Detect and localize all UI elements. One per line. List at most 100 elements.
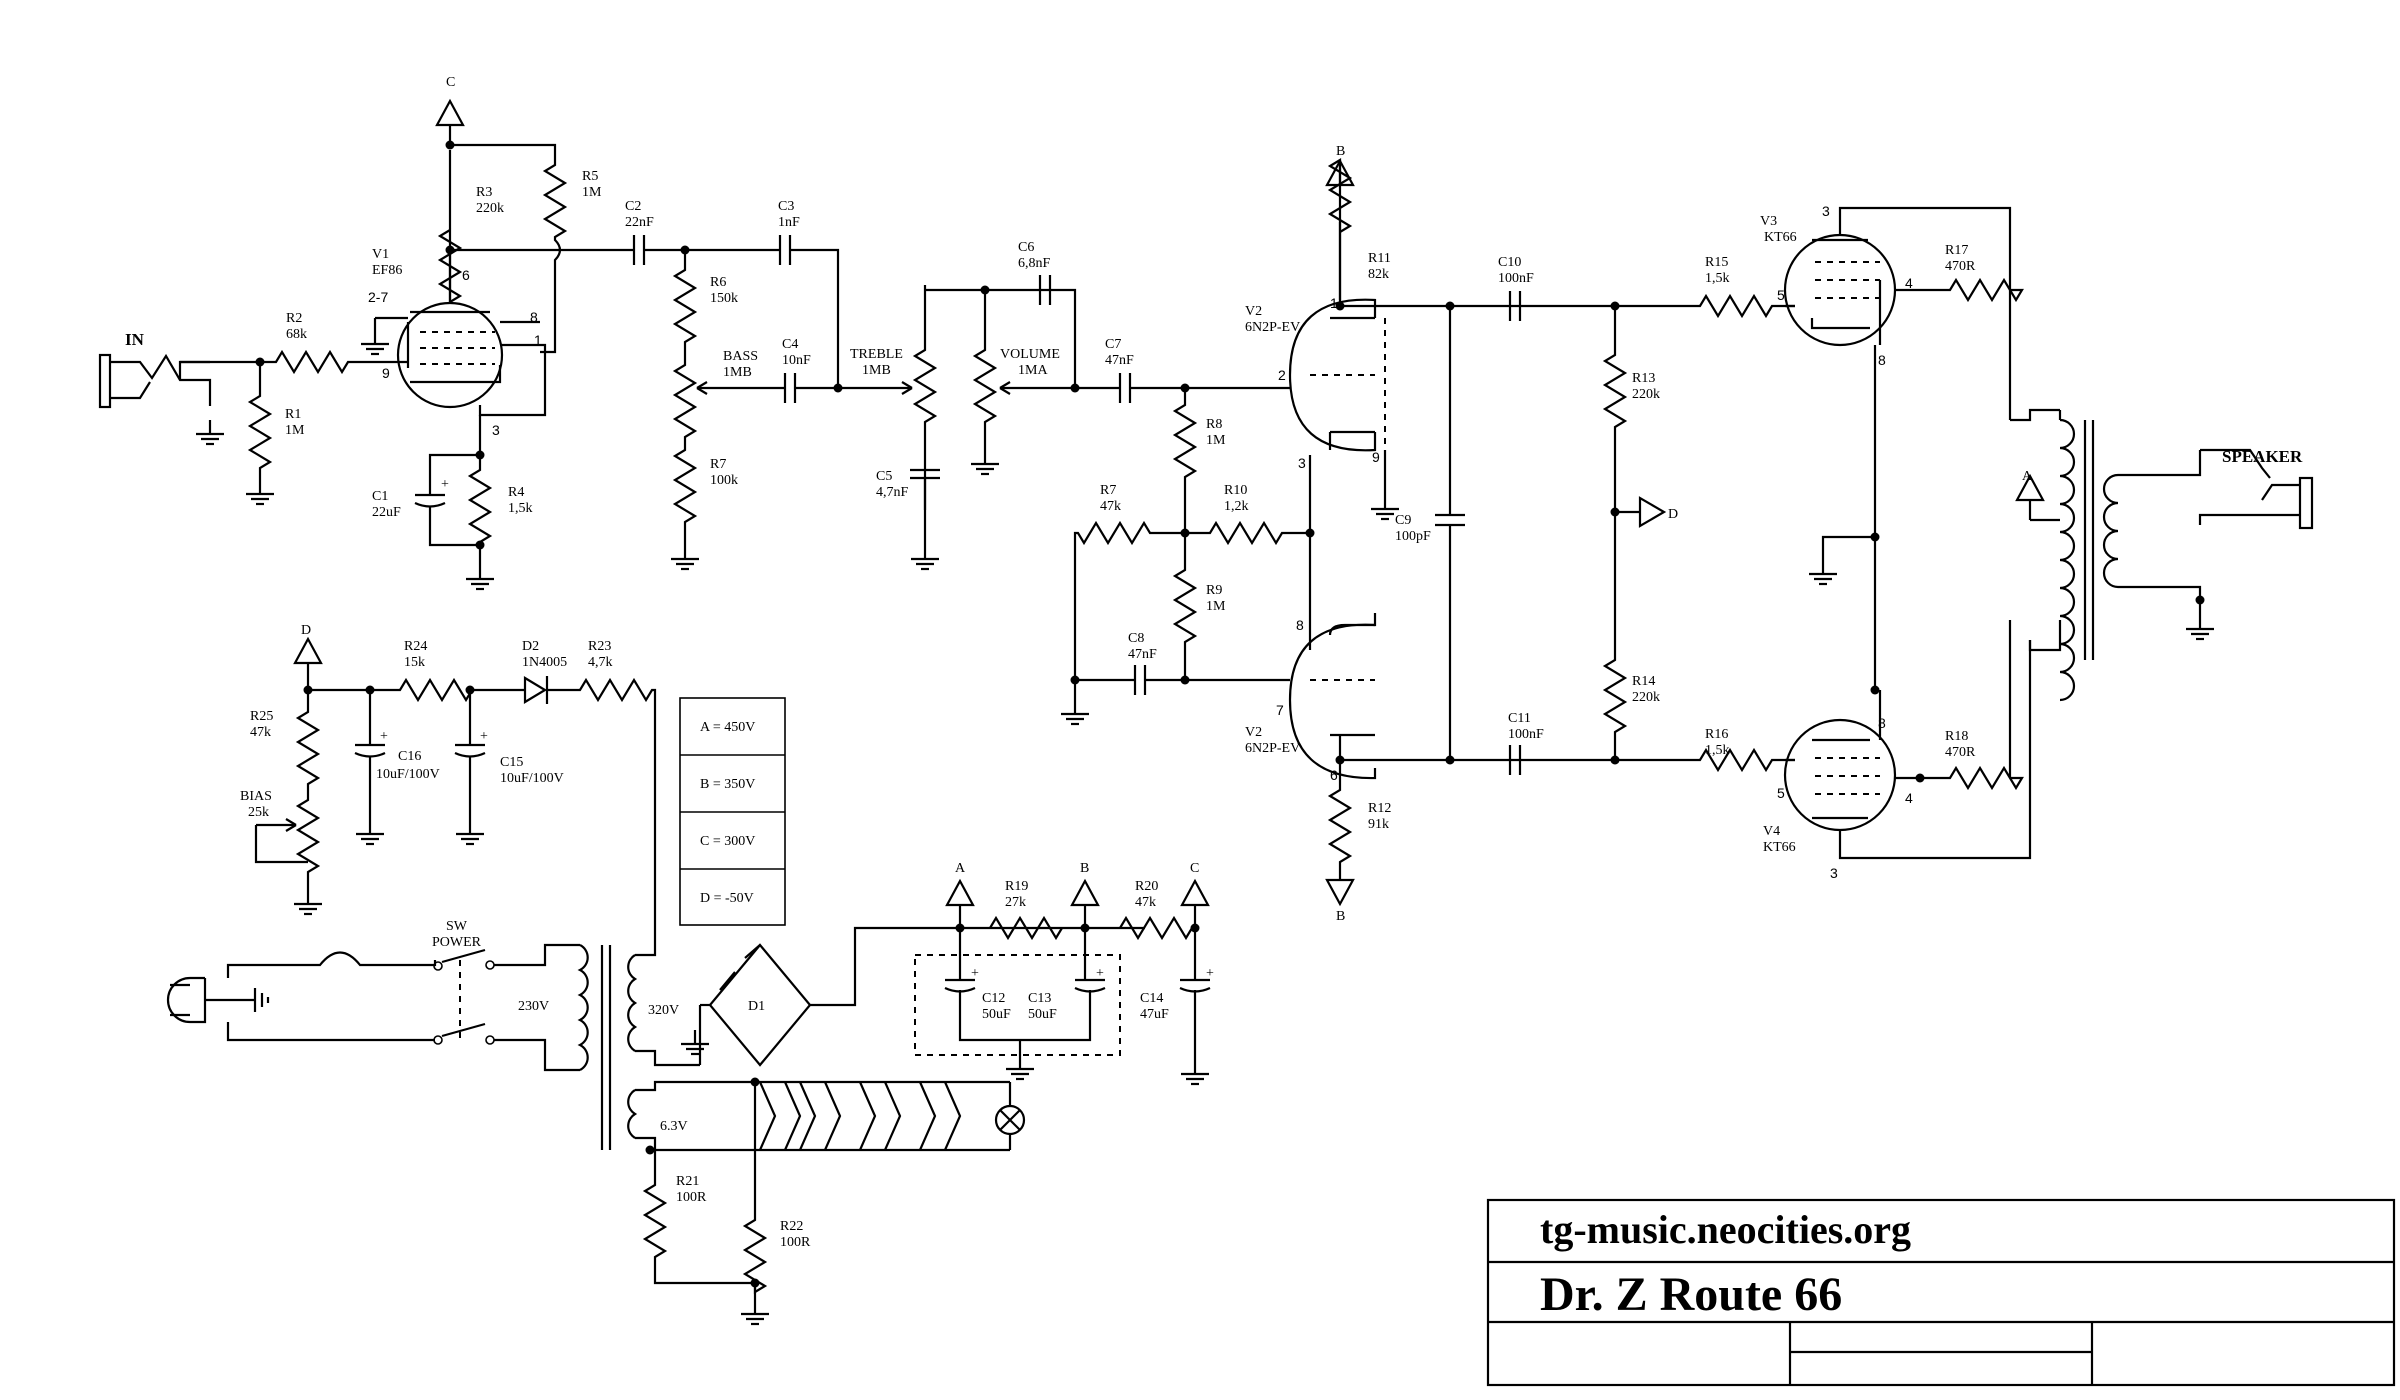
svg-text:5: 5: [1777, 785, 1785, 801]
svg-text:220k: 220k: [1632, 387, 1660, 402]
svg-text:R24: R24: [404, 639, 427, 654]
svg-text:8: 8: [1878, 715, 1886, 731]
svg-text:1MB: 1MB: [862, 363, 891, 378]
svg-text:D1: D1: [748, 999, 765, 1014]
svg-text:8: 8: [1878, 352, 1886, 368]
svg-text:V4: V4: [1763, 824, 1780, 839]
svg-text:R11: R11: [1368, 251, 1391, 266]
svg-text:82k: 82k: [1368, 267, 1389, 282]
svg-text:R9: R9: [1206, 583, 1222, 598]
svg-text:C6: C6: [1018, 240, 1034, 255]
svg-text:A: A: [2022, 469, 2033, 484]
svg-text:1,2k: 1,2k: [1224, 499, 1249, 514]
svg-text:6.3V: 6.3V: [660, 1119, 688, 1134]
svg-text:V2: V2: [1245, 725, 1262, 740]
svg-text:1MB: 1MB: [723, 365, 752, 380]
tube-v2a: V2 6N2P-EV 1 2 3 9: [1245, 295, 1386, 471]
svg-text:1M: 1M: [1206, 433, 1226, 448]
svg-text:R22: R22: [780, 1219, 803, 1234]
input-jack: IN: [98, 330, 226, 446]
svg-text:6,8nF: 6,8nF: [1018, 256, 1051, 271]
svg-text:10uF/100V: 10uF/100V: [376, 767, 440, 782]
mains-plug: [166, 976, 270, 1024]
svg-text:100pF: 100pF: [1395, 529, 1431, 544]
svg-text:VOLUME: VOLUME: [1000, 347, 1060, 362]
svg-text:9: 9: [382, 365, 390, 381]
speaker-label: SPEAKER: [2222, 447, 2303, 466]
svg-text:V1: V1: [372, 247, 389, 262]
svg-text:230V: 230V: [518, 999, 549, 1014]
svg-text:3: 3: [1822, 203, 1830, 219]
svg-text:47uF: 47uF: [1140, 1007, 1169, 1022]
svg-text:100nF: 100nF: [1508, 727, 1544, 742]
svg-text:1nF: 1nF: [778, 215, 800, 230]
svg-text:3: 3: [492, 422, 500, 438]
svg-text:R13: R13: [1632, 371, 1655, 386]
svg-text:91k: 91k: [1368, 817, 1389, 832]
svg-text:1M: 1M: [1206, 599, 1226, 614]
svg-text:47k: 47k: [1100, 499, 1121, 514]
svg-text:10nF: 10nF: [782, 353, 811, 368]
svg-text:R25: R25: [250, 709, 273, 724]
svg-text:R10: R10: [1224, 483, 1247, 498]
output-transformer: A: [2010, 408, 2202, 702]
svg-text:C5: C5: [876, 469, 892, 484]
svg-text:2: 2: [1278, 367, 1286, 383]
svg-text:8: 8: [1296, 617, 1304, 633]
svg-text:470R: 470R: [1945, 259, 1976, 274]
speaker-jack: SPEAKER: [2184, 447, 2314, 641]
svg-text:+: +: [1096, 966, 1104, 981]
svg-text:320V: 320V: [648, 1003, 679, 1018]
voltage-d: D = -50V: [700, 891, 754, 906]
svg-text:R7: R7: [1100, 483, 1116, 498]
svg-text:C3: C3: [778, 199, 794, 214]
svg-text:R21: R21: [676, 1174, 699, 1189]
svg-text:+: +: [971, 966, 979, 981]
svg-text:150k: 150k: [710, 291, 738, 306]
tube-v4: 8 5 4 3 V4 KT66: [1763, 690, 1913, 881]
svg-text:R8: R8: [1206, 417, 1222, 432]
svg-text:47nF: 47nF: [1105, 353, 1134, 368]
svg-text:4: 4: [1905, 275, 1913, 291]
svg-text:C9: C9: [1395, 513, 1411, 528]
svg-text:3: 3: [1298, 455, 1306, 471]
svg-text:C14: C14: [1140, 991, 1163, 1006]
svg-text:1,5k: 1,5k: [1705, 271, 1730, 286]
svg-text:4: 4: [1905, 790, 1913, 806]
svg-text:BIAS: BIAS: [240, 789, 272, 804]
svg-text:C: C: [1190, 861, 1199, 876]
schematic-title: Dr. Z Route 66: [1540, 1268, 1842, 1321]
svg-text:D2: D2: [522, 639, 539, 654]
svg-text:C13: C13: [1028, 991, 1051, 1006]
svg-text:C16: C16: [398, 749, 421, 764]
svg-text:100nF: 100nF: [1498, 271, 1534, 286]
svg-text:6N2P-EV: 6N2P-EV: [1245, 741, 1300, 756]
svg-text:R17: R17: [1945, 243, 1968, 258]
svg-text:R19: R19: [1005, 879, 1028, 894]
svg-text:15k: 15k: [404, 655, 425, 670]
svg-text:R4: R4: [508, 485, 524, 500]
svg-text:47k: 47k: [1135, 895, 1156, 910]
svg-text:+: +: [1206, 966, 1214, 981]
svg-text:4,7nF: 4,7nF: [876, 485, 909, 500]
svg-text:R16: R16: [1705, 727, 1728, 742]
svg-text:R7: R7: [710, 457, 726, 472]
tube-v1: V1 EF86 2-7 6 8 1 9 3: [368, 247, 542, 438]
bridge-rectifier: D1: [679, 943, 812, 1067]
svg-text:R12: R12: [1368, 801, 1391, 816]
svg-text:B: B: [1336, 909, 1345, 924]
svg-text:6N2P-EV: 6N2P-EV: [1245, 320, 1300, 335]
svg-text:POWER: POWER: [432, 935, 482, 950]
title-block: tg-music.neocities.org Dr. Z Route 66: [1486, 1198, 2396, 1387]
svg-text:50uF: 50uF: [982, 1007, 1011, 1022]
svg-text:C7: C7: [1105, 337, 1121, 352]
mains-transformer: 230V 320V 6.3V: [518, 944, 740, 1152]
svg-text:1M: 1M: [582, 185, 602, 200]
svg-text:220k: 220k: [1632, 690, 1660, 705]
svg-text:EF86: EF86: [372, 263, 402, 278]
svg-text:D: D: [301, 623, 311, 638]
svg-text:R18: R18: [1945, 729, 1968, 744]
svg-text:3: 3: [1830, 865, 1838, 881]
svg-text:R23: R23: [588, 639, 611, 654]
svg-text:1: 1: [1330, 295, 1338, 311]
